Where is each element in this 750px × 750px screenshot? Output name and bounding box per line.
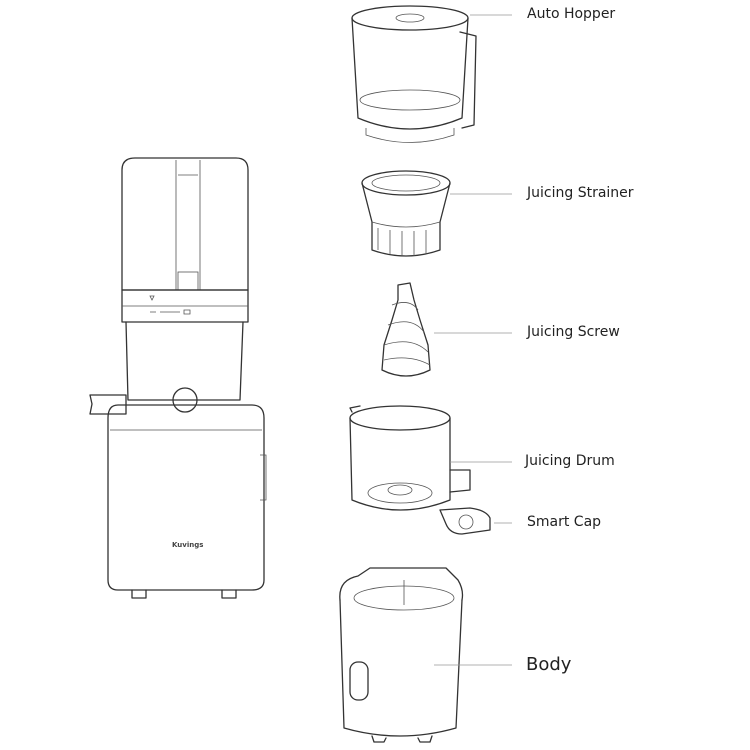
juicing-screw-part xyxy=(381,282,512,377)
auto-hopper-part xyxy=(351,5,512,143)
label-juicing-drum: Juicing Drum xyxy=(525,453,615,469)
label-auto-hopper: Auto Hopper xyxy=(527,6,616,22)
body-part xyxy=(339,567,512,743)
label-juicing-strainer: Juicing Strainer xyxy=(527,185,634,201)
juicing-drum-part xyxy=(349,405,512,535)
label-smart-cap: Smart Cap xyxy=(527,514,602,530)
assembled-juicer: Kuvings xyxy=(89,157,267,599)
brand-logo: Kuvings xyxy=(172,541,203,549)
label-body: Body xyxy=(526,654,572,675)
juicing-strainer-part xyxy=(361,170,512,257)
label-juicing-screw: Juicing Screw xyxy=(527,324,620,340)
